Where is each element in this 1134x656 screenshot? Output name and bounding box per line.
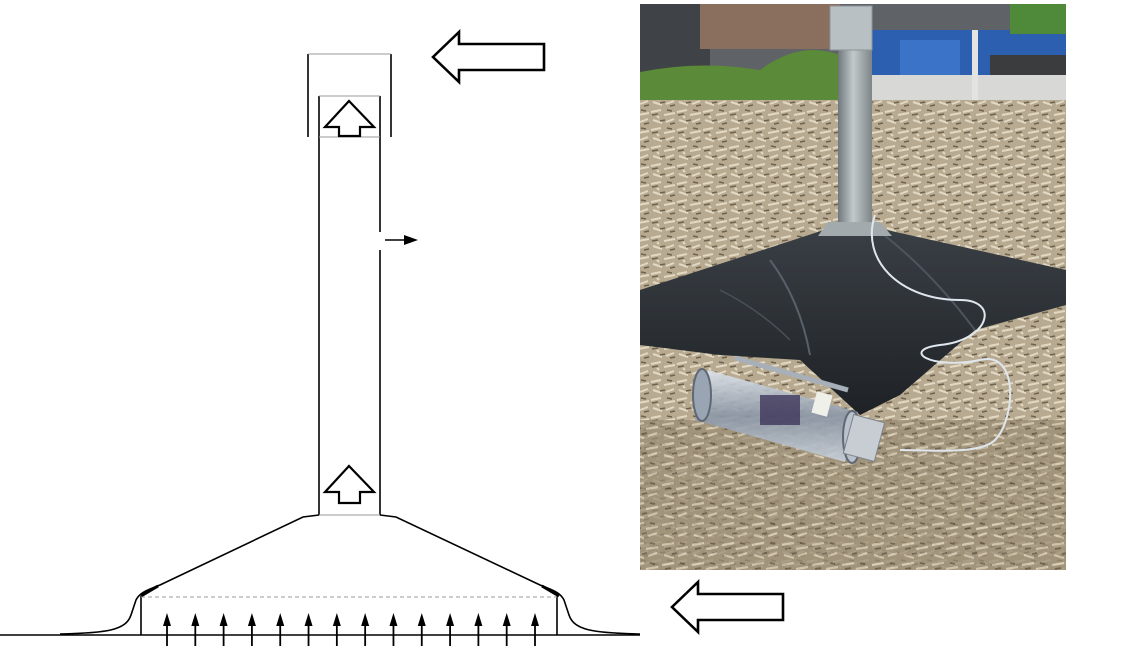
flux-hood-diagram: [0, 28, 640, 646]
arrow-up-icon: [417, 613, 426, 646]
wood-chip-ground: [640, 100, 1066, 570]
hollow-arrow-up-icon: [322, 99, 377, 138]
photo-background-building: [640, 4, 1066, 84]
arrow-up-icon: [389, 613, 398, 646]
hood-right-lip: [541, 584, 560, 598]
arrow-up-icon: [276, 613, 285, 646]
arrow-up-icon: [446, 613, 455, 646]
hood-left-lip: [140, 584, 159, 598]
hollow-arrow-up-icon: [322, 464, 377, 505]
hollow-arrow-left-icon: [431, 28, 546, 86]
arrow-right-icon: [385, 235, 418, 245]
arrow-up-icon: [531, 613, 539, 646]
arrow-up-icon: [191, 613, 200, 646]
sampler-canister: [692, 355, 886, 464]
arrow-up-icon: [474, 613, 483, 646]
arrow-up-icon: [219, 613, 228, 646]
plastic-sheet-hood: [640, 228, 1066, 415]
hood-right-slope: [379, 514, 640, 635]
stack-pipe: [838, 40, 872, 230]
grass-strip: [640, 50, 840, 110]
arrow-up-icon: [304, 613, 313, 646]
arrow-up-icon: [502, 613, 511, 646]
arrow-up-icon: [247, 613, 256, 646]
hollow-arrow-left-icon: [670, 578, 785, 636]
arrow-up-icon: [332, 613, 341, 646]
arrow-up-icon: [163, 613, 171, 646]
arrow-up-icon: [361, 613, 370, 646]
surface-emission-arrows: [163, 613, 539, 646]
